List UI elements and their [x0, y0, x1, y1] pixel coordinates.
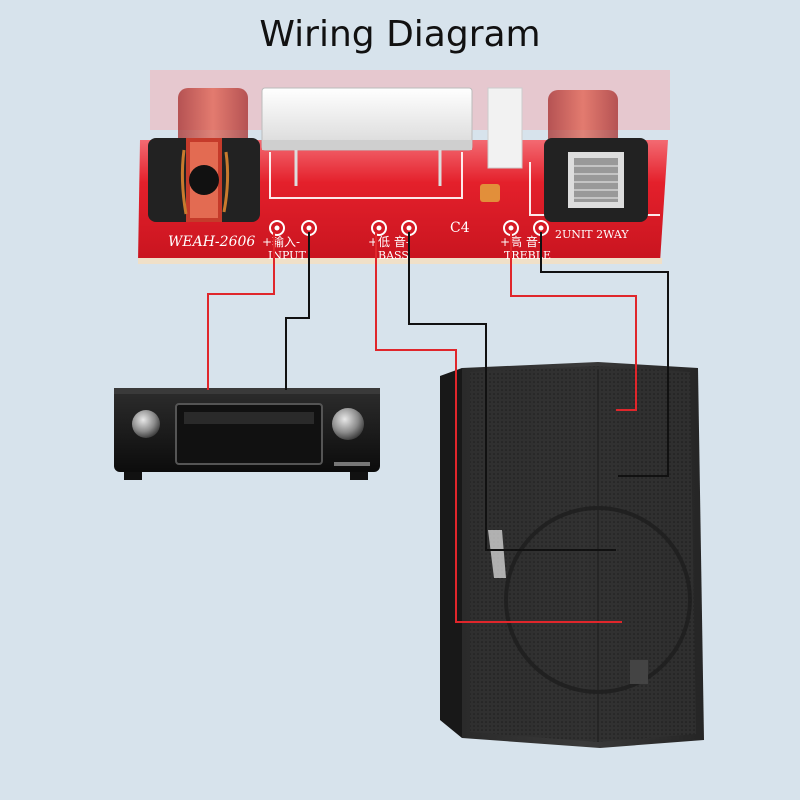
- small-capacitor: [480, 184, 500, 202]
- cabinet-handle: [488, 530, 506, 578]
- terminal-bass-label: BASS: [378, 249, 409, 262]
- amplifier: [114, 388, 380, 480]
- amplifier-foot: [350, 472, 368, 480]
- terminal-bass-cn-label: +低 音-: [368, 234, 410, 249]
- terminal-input-label: INPUT: [268, 249, 306, 262]
- terminal-treble-label: TREBLE: [504, 249, 551, 262]
- inductor-coil-left: [148, 138, 260, 222]
- volume-knob-left: [132, 410, 160, 438]
- wire-bass-negative: [408, 232, 616, 551]
- wires: [207, 232, 669, 623]
- wire-treble-positive: [510, 232, 637, 411]
- crossover-board: WEAH-2606 C4 2UNIT 2WAY +输入- INPUT +低 音-…: [138, 70, 670, 264]
- speaker-grille: [470, 366, 696, 742]
- amplifier-foot: [124, 472, 142, 480]
- side-resistor: [487, 87, 523, 169]
- wire-input-positive: [207, 232, 275, 390]
- cabinet-side: [440, 368, 462, 738]
- wire-bass-positive: [375, 232, 622, 623]
- pcb-edge: [138, 258, 662, 264]
- top-coil-left: [178, 88, 248, 148]
- terminal-bass-positive: [371, 220, 387, 236]
- top-coil-right: [548, 90, 618, 148]
- board-spec-label: 2UNIT 2WAY: [555, 228, 629, 241]
- page-title: Wiring Diagram: [259, 14, 541, 55]
- ceramic-resistor: [261, 87, 473, 151]
- board-model-label: WEAH-2606: [168, 234, 255, 250]
- speaker-cabinet: [440, 362, 704, 748]
- silkscreen-outline: [269, 152, 463, 199]
- inductor-coil-right: [544, 138, 648, 222]
- cabinet-badge: [630, 660, 648, 684]
- component-label: C4: [450, 220, 470, 236]
- terminal-input-cn-label: +输入-: [262, 234, 300, 249]
- terminal-treble-cn-label: +高 音-: [500, 234, 542, 249]
- wire-input-negative: [285, 232, 310, 390]
- terminal-input-positive: [269, 220, 285, 236]
- wire-treble-negative: [540, 232, 669, 477]
- volume-knob-right: [332, 408, 364, 440]
